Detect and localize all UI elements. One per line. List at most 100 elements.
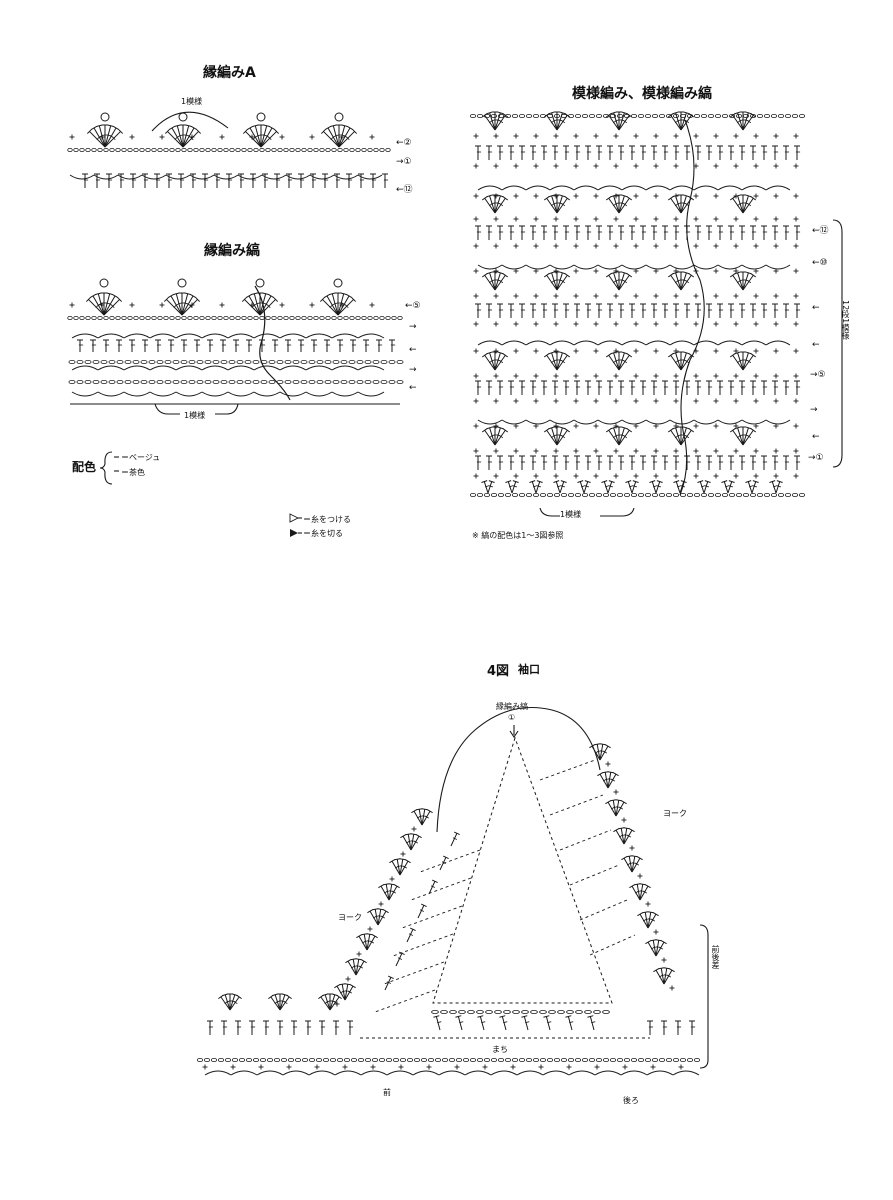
chain-stitch: [469, 492, 477, 497]
dc-stitch-bar: [685, 435, 690, 439]
dc-stitch-top: [502, 196, 509, 201]
dc-stitch-top: [113, 126, 119, 130]
arc-chain: [549, 340, 575, 346]
dc-stitch: [366, 934, 371, 951]
chain-stitch: [204, 379, 212, 384]
dc-stitch: [494, 195, 501, 214]
chain-stitch: [284, 379, 292, 384]
dc-stitch: [507, 481, 513, 494]
chain-stitch: [686, 492, 694, 497]
chain-stitch: [163, 147, 169, 152]
chain-stitch: [229, 147, 235, 152]
panel-b-title: 縁編み縞: [204, 243, 260, 259]
dc-stitch-bar: [704, 485, 709, 488]
dc-stitch-top: [734, 111, 741, 115]
dc-stitch-top: [442, 855, 449, 860]
chain-stitch: [67, 315, 73, 320]
dc-stitch-bar: [747, 435, 752, 439]
chain-stitch: [172, 379, 180, 384]
chain-stitch: [672, 1058, 680, 1063]
chain-stitch: [196, 1058, 204, 1063]
dc-stitch-bar: [560, 485, 565, 488]
color-key-beige: ＝ベージュ: [121, 453, 161, 462]
panel-b-repeat-label: 1模様: [184, 411, 206, 420]
chain-stitch: [602, 1010, 610, 1015]
dc-stitch-top: [610, 194, 617, 198]
dc-stitch-bar: [623, 360, 628, 364]
dc-stitch: [607, 481, 613, 494]
chain-stitch: [637, 1058, 645, 1063]
chain-stitch: [211, 147, 217, 152]
figure4-triangle: [432, 736, 613, 1004]
chain-stitch: [525, 114, 533, 119]
chain-stitch: [379, 315, 385, 320]
chain-stitch: [145, 147, 151, 152]
dc-stitch-bar: [701, 485, 706, 488]
dc-stitch-top: [241, 296, 247, 302]
chain-stitch: [777, 492, 785, 497]
chain-stitch: [714, 492, 722, 497]
chain-stitch: [268, 379, 276, 384]
dc-stitch-top: [697, 480, 704, 483]
arc-chain: [279, 365, 307, 371]
dc-stitch: [494, 272, 501, 291]
chain-stitch: [205, 147, 211, 152]
arc-chain: [69, 174, 95, 180]
chain-stitch: [100, 379, 108, 384]
figure4-back-label: 後ろ: [623, 1096, 639, 1105]
panel-a-repeat-arc: [151, 111, 229, 132]
chain-stitch: [231, 1058, 239, 1063]
dc-stitch: [388, 885, 398, 901]
panel-c-row-marker-5: →⑤: [810, 370, 826, 380]
dc-stitch-top: [672, 111, 679, 115]
chain-stitch: [469, 1058, 477, 1063]
arc-chain: [334, 1070, 362, 1076]
chain-stitch: [693, 492, 701, 497]
chain-stitch: [247, 315, 253, 320]
panel-b-row-marker-2: →: [409, 365, 417, 375]
figure4-top-label: 縁編み縞: [496, 702, 528, 711]
left-strand: [419, 849, 481, 873]
chain-stitch: [140, 359, 148, 364]
chain-stitch: [148, 359, 156, 364]
dc-stitch-top: [112, 294, 118, 298]
chain-stitch: [637, 114, 645, 119]
dc-stitch: [655, 941, 665, 957]
dc-stitch-bar: [380, 915, 386, 919]
arc-chain: [331, 365, 359, 371]
dc-stitch: [675, 481, 681, 494]
arc-chain: [516, 1070, 544, 1076]
dc-stitch-top: [745, 194, 752, 198]
dc-stitch: [556, 272, 563, 291]
dc-stitch: [742, 429, 754, 446]
arc-chain: [672, 1070, 700, 1076]
right-strand: [569, 864, 620, 886]
chain-stitch: [373, 315, 379, 320]
chain-stitch: [567, 1058, 575, 1063]
dc-stitch-top: [536, 480, 543, 483]
arc-chain: [477, 185, 503, 191]
arc-chain: [477, 264, 503, 270]
dc-stitch: [279, 994, 286, 1011]
dc-stitch-top: [330, 124, 337, 128]
panel-a-row-marker-2: ←②: [396, 138, 412, 148]
dc-stitch: [618, 197, 630, 214]
chain-stitch: [343, 315, 349, 320]
chain-stitch: [259, 315, 265, 320]
chain-stitch: [229, 315, 235, 320]
dc-stitch: [567, 1016, 573, 1031]
dc-stitch-bar: [499, 280, 504, 284]
arc-chain: [333, 174, 359, 180]
chain-stitch: [581, 114, 589, 119]
dc-stitch: [259, 295, 272, 316]
chain-stitch: [504, 1058, 512, 1063]
chain-stitch: [644, 1058, 652, 1063]
dc-stitch: [406, 929, 414, 943]
dc-stitch-top: [729, 273, 736, 278]
panel-b-repeat-bracket: [154, 403, 239, 415]
dc-stitch: [742, 272, 749, 291]
dc-stitch-bar: [677, 485, 682, 488]
chain-stitch: [630, 1058, 638, 1063]
dc-stitch-bar: [561, 120, 566, 124]
chain-stitch: [295, 147, 301, 152]
